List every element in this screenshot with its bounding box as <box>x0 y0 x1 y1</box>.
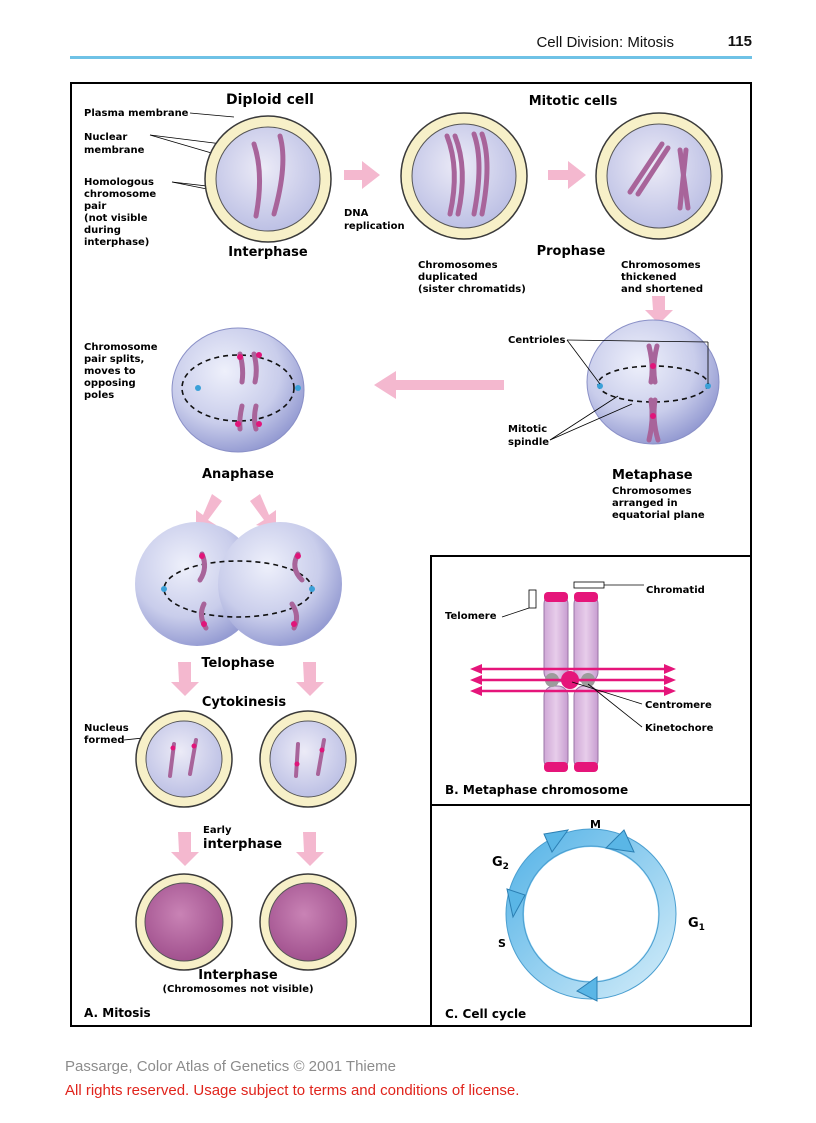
daughter-cell-right <box>259 710 357 808</box>
chromosome-pair-splits-label: Chromosome pair splits, moves to opposin… <box>84 342 161 401</box>
g2-label: G2 <box>492 855 509 872</box>
cytokinesis-label: Cytokinesis <box>202 695 287 710</box>
running-title: Cell Division: Mitosis <box>536 34 674 51</box>
arrow-right <box>344 161 380 189</box>
metaphase-chromosome <box>543 592 599 772</box>
cell-cycle-ring <box>505 828 677 1002</box>
anaphase-label: Anaphase <box>202 467 274 482</box>
arrow-left <box>374 371 504 399</box>
interphase-bottom-label: Interphase <box>198 968 278 983</box>
arrow-down-left <box>196 494 222 530</box>
chromosome <box>251 141 263 219</box>
mitotic-cells-title: Mitotic cells <box>529 94 618 109</box>
g2-arrow <box>543 829 570 853</box>
telomere-label: Telomere <box>445 611 497 622</box>
centromere-label: Centromere <box>645 700 712 711</box>
s-label: S <box>498 937 506 950</box>
arrow-down-right <box>250 494 276 530</box>
mitotic-spindle-label: Mitotic spindle <box>508 424 551 448</box>
m-arrow <box>604 829 635 853</box>
caption-c: C. Cell cycle <box>445 1007 526 1021</box>
nucleus-formed-label: Nucleus formed <box>84 723 132 746</box>
mitosis-figure: Diploid cell Mitotic cells Plasma membra… <box>84 92 750 1025</box>
kinetochore-label: Kinetochore <box>645 723 714 734</box>
arrow-down <box>171 832 199 866</box>
chromosomes-duplicated-label: Chromosomes duplicated (sister chromatid… <box>418 260 526 295</box>
prophase-label: Prophase <box>537 244 606 259</box>
interphase-cell-right <box>259 873 357 971</box>
metaphase-label: Metaphase <box>612 468 693 483</box>
arrow-down <box>171 662 199 696</box>
dna-replication-label: DNA replication <box>344 208 405 232</box>
prophase-cell-late <box>595 112 723 240</box>
homologous-pair-label: Homologous chromosome pair (not visible … <box>84 177 160 248</box>
daughter-cell-left <box>135 710 233 808</box>
caption-b: B. Metaphase chromosome <box>445 783 628 797</box>
rights-line: All rights reserved. Usage subject to te… <box>65 1082 520 1099</box>
interphase-cell-left <box>135 873 233 971</box>
spindle-arrows <box>470 664 676 696</box>
anaphase-cell <box>171 327 305 453</box>
early-interphase-label: interphase <box>203 837 282 852</box>
arrow-down <box>296 662 324 696</box>
chromatid-label: Chromatid <box>646 585 705 596</box>
caption-a: A. Mitosis <box>84 1006 151 1020</box>
g1-label: G1 <box>688 916 705 933</box>
telophase-label: Telophase <box>201 656 274 671</box>
chromosomes-not-visible-label: (Chromosomes not visible) <box>162 984 313 995</box>
interphase-cell <box>204 115 332 243</box>
nuclear-membrane-label: Nuclear membrane <box>84 132 145 156</box>
arrow-down <box>645 296 673 324</box>
centrioles-label: Centrioles <box>508 335 565 346</box>
arrow-right <box>548 161 586 189</box>
g1-arrow <box>576 976 598 1002</box>
metaphase-cell <box>586 319 720 445</box>
telophase-cell <box>135 522 342 646</box>
metaphase-description: Chromosomes arranged in equatorial plane <box>612 486 705 521</box>
m-label: M <box>590 818 601 831</box>
prophase-cell-early <box>400 112 528 240</box>
copyright-line: Passarge, Color Atlas of Genetics © 2001… <box>65 1058 396 1075</box>
header-rule <box>70 56 752 59</box>
s-arrow <box>506 888 526 919</box>
arrow-down <box>296 832 324 866</box>
page-header: Cell Division: Mitosis 115 <box>70 32 752 56</box>
page-number: 115 <box>727 33 752 50</box>
diploid-cell-title: Diploid cell <box>226 92 314 108</box>
figure-frame: Diploid cell Mitotic cells Plasma membra… <box>70 82 752 1027</box>
chromosome <box>271 133 286 217</box>
plasma-membrane-label: Plasma membrane <box>84 108 189 119</box>
early-label: Early <box>203 825 232 836</box>
interphase-label: Interphase <box>228 245 308 260</box>
chromosomes-thickened-label: Chromosomes thickened and shortened <box>621 260 704 295</box>
